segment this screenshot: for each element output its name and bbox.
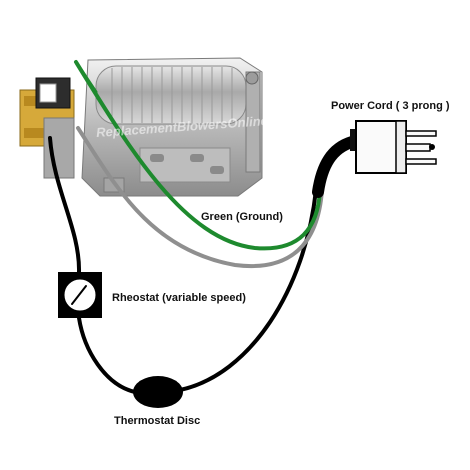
plug-ground-prong [405,143,431,152]
thermostat-label: Thermostat Disc [114,415,201,427]
green-wire [74,60,322,251]
rheostat-label: Rheostat (variable speed) [112,292,246,304]
ground-wire-label: Green (Ground) [201,211,283,223]
blower-motor [19,57,263,197]
plug-prong [405,158,437,165]
rheostat [58,272,102,318]
black-wire [77,316,137,394]
blower-wheel [95,65,247,125]
rheostat-dial-pointer [71,285,87,305]
thermostat-disc [133,376,183,408]
power-cord-label: Power Cord ( 3 prong ) [331,100,450,112]
green-wire [74,60,98,94]
plug-prong [405,130,437,137]
gray-wire [76,126,324,269]
power-cord [312,120,437,198]
black-wire [48,136,82,274]
